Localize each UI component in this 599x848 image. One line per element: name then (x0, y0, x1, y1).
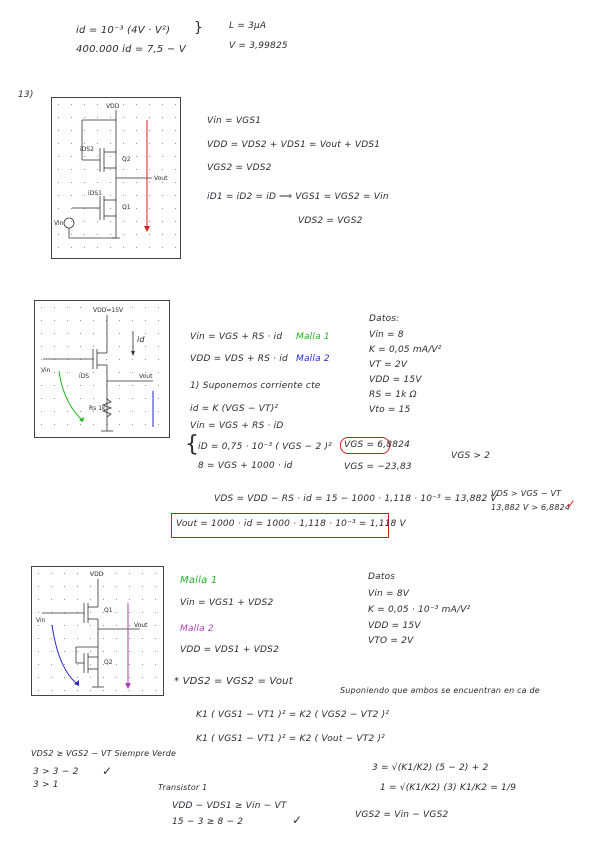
id-label: id (137, 335, 145, 344)
system-eq-1: iD = 0,75 · 10⁻³ ( VGS − 2 )² (198, 442, 332, 452)
equation-4: 1 = √(K1/K2) (3) K1/K2 = 1/9 (380, 783, 517, 793)
sec1-line-2: VDD = VDS2 + VDS1 = Vout + VDS1 (207, 140, 381, 150)
solution-1: VGS = 6,8824 (344, 440, 410, 450)
vin-label-2: Vin (41, 367, 51, 374)
vds-line: VDS = VDD − RS · id = 15 − 1000 · 1,118 … (214, 494, 497, 504)
sec2-eq-a: Vin = VGS + RS · id (190, 332, 283, 342)
vin-equation: Vin = VGS + RS · iD (190, 421, 284, 431)
transistor-1-title: Transistor 1 (158, 783, 208, 792)
datos-title: Datos: (369, 314, 400, 324)
datos-item-4: VDD = 15V (369, 375, 422, 385)
checkmark-bottom-icon: ✓ (292, 813, 303, 827)
q2-label: Q2 (122, 156, 131, 163)
vgs-bottom: VGS2 = Vin − VGS2 (355, 810, 449, 820)
malla-1-equation: Vin = VGS1 + VDS2 (180, 598, 274, 608)
datos-3-item-2: K = 0,05 · 10⁻³ mA/V² (368, 605, 471, 615)
transistor-eq-2: 15 − 3 ≥ 8 − 2 (172, 817, 244, 827)
ids-label: iDS (79, 373, 90, 380)
left-condition: VDS2 ≥ VGS2 − VT Siempre Verde (31, 749, 177, 758)
datos-item-5: RS = 1k Ω (369, 390, 417, 400)
brace-right: } (194, 20, 204, 36)
circuit-panel-3: VDD Q1 Q2 Vin Vout (31, 566, 164, 696)
malla-2-title: Malla 2 (180, 624, 214, 634)
left-eq-1: 3 > 3 − 2 (33, 767, 79, 777)
vdd-label-3: VDD (90, 571, 104, 578)
suppose-line-3: Suponiendo que ambos se encuentran en ca… (340, 686, 540, 695)
ids1-label: iDS1 (88, 190, 102, 197)
datos-3-item-3: VDD = 15V (368, 621, 421, 631)
datos-3-item-4: VTO = 2V (368, 636, 414, 646)
malla-2-tag: Malla 2 (296, 354, 330, 364)
top-eq-2: 400.000 id = 7,5 − V (76, 44, 186, 55)
checkmark-icon: ✓ (566, 497, 577, 511)
datos-3-item-1: Vin = 8V (368, 589, 410, 599)
datos-item-6: Vto = 15 (369, 405, 411, 415)
solution-2: VGS = −23,83 (344, 462, 412, 472)
sec2-eq-b: VDD = VDS + RS · id (190, 354, 288, 364)
top-result-1: L = 3μA (229, 21, 267, 31)
vout-label-3: Vout (134, 622, 148, 629)
k-equation-1: K1 ( VGS1 − VT1 )² = K2 ( VGS2 − VT2 )² (196, 710, 390, 720)
suppose-line: 1) Suponemos corriente cte (190, 381, 321, 391)
sec1-line-4: iD1 = iD2 = iD ⟹ VGS1 = VGS2 = Vin (207, 192, 389, 202)
malla-1-title: Malla 1 (180, 575, 218, 586)
circuit-panel-2: VDD=15V id Vin Vout Rs 1k iDS (34, 300, 170, 438)
transistor-eq-1: VDD − VDS1 ≥ Vin − VT (172, 801, 287, 811)
datos-item-2: K = 0,05 mA/V² (369, 345, 442, 355)
system-brace: { (185, 432, 200, 457)
vds-check-1: VDS > VGS − VT (491, 489, 562, 498)
sec1-line-1: Vin = VGS1 (207, 116, 262, 126)
system-eq-2: 8 = VGS + 1000 · id (198, 461, 293, 471)
malla-1-tag: Malla 1 (296, 332, 330, 342)
section-label: 13) (18, 90, 34, 100)
sec1-line-5: VDS2 = VGS2 (298, 216, 363, 226)
vdd-label: VDD (106, 103, 120, 110)
vout-label: Vout (154, 175, 168, 182)
circuit-2-wiring (43, 315, 154, 432)
vout-label-2: Vout (139, 373, 153, 380)
star-equation: * VDS2 = VGS2 = Vout (174, 676, 293, 687)
vdd15-label: VDD=15V (93, 307, 124, 314)
vds-check-2: 13,882 V > 6,8824 (491, 503, 571, 512)
vout-result-box (171, 513, 389, 538)
q1-label: Q1 (122, 204, 131, 211)
datos-item-3: VT = 2V (369, 360, 408, 370)
circuit-panel-1: VDD Q2 Q1 Vout Vin iDS2 iDS1 (51, 97, 181, 259)
vin-label-3: Vin (36, 617, 46, 624)
equation-3: 3 = √(K1/K2) (5 − 2) + 2 (372, 763, 489, 773)
condition: VGS > 2 (451, 451, 491, 461)
checkmark-left-icon: ✓ (102, 764, 113, 778)
circuit-1-wiring (63, 110, 152, 239)
datos-item-1: Vin = 8 (369, 330, 404, 340)
q2-label-3: Q2 (104, 659, 113, 666)
top-eq-1: id = 10⁻³ (4V · V²) (76, 25, 171, 36)
q1-label-3: Q1 (104, 607, 113, 614)
solution-circle (340, 437, 390, 454)
ids2-label: iDS2 (80, 146, 94, 153)
malla-2-equation: VDD = VDS1 + VDS2 (180, 645, 279, 655)
left-eq-2: 3 > 1 (33, 780, 59, 790)
top-result-2: V = 3,99825 (229, 41, 288, 51)
rs-label: Rs 1k (89, 405, 106, 412)
datos-3-title: Datos (368, 572, 396, 582)
sec1-line-3: VGS2 = VDS2 (207, 163, 272, 173)
id-equation: id = K (VGS − VT)² (190, 404, 279, 414)
vin-label: Vin (54, 220, 64, 227)
circuit-3-wiring (42, 579, 140, 689)
vout-line: Vout = 1000 · id = 1000 · 1,118 · 10⁻³ =… (176, 519, 406, 529)
k-equation-2: K1 ( VGS1 − VT1 )² = K2 ( Vout − VT2 )² (196, 734, 385, 744)
